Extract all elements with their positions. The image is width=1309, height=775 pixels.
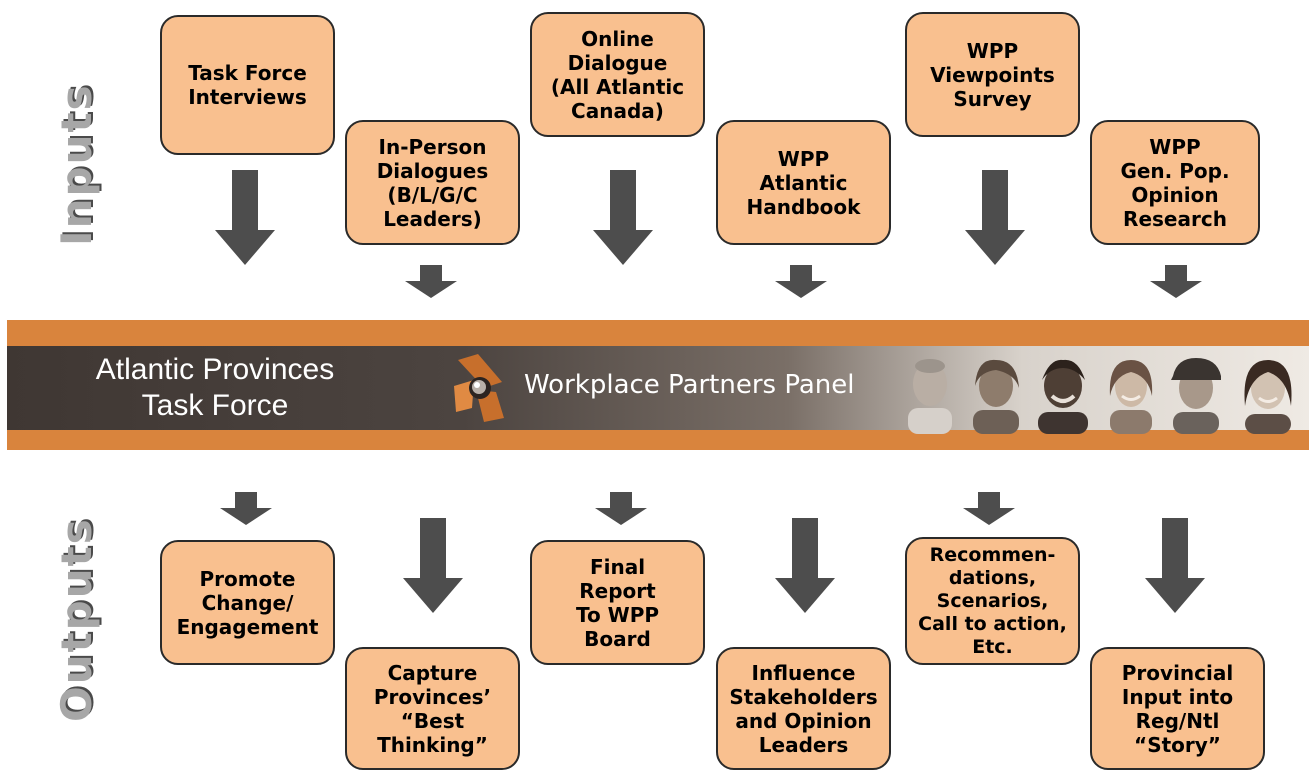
person-photo-icon: [1038, 359, 1088, 434]
down-arrow-icon: [965, 170, 1025, 265]
wpp-diamond-logo-icon: [454, 354, 504, 422]
person-photo-icon: [908, 359, 952, 434]
down-arrow-icon: [403, 518, 463, 613]
input-box-in-person-dialogues: In-Person Dialogues (B/L/G/C Leaders): [345, 120, 520, 245]
output-box-influence-stakeholders: Influence Stakeholders and Opinion Leade…: [716, 647, 891, 770]
input-box-task-force-interviews: Task Force Interviews: [160, 15, 335, 155]
input-box-wpp-viewpoints-survey: WPP Viewpoints Survey: [905, 12, 1080, 137]
input-box-online-dialogue: Online Dialogue (All Atlantic Canada): [530, 12, 705, 137]
person-photo-icon: [1171, 358, 1221, 434]
banner: [7, 346, 1309, 430]
down-arrow-icon: [1150, 265, 1202, 298]
down-arrow-icon: [215, 170, 275, 265]
banner-title: Atlantic Provinces Task Force: [95, 353, 335, 422]
output-box-recommendations: Recommen- dations, Scenarios, Call to ac…: [905, 537, 1080, 665]
output-box-promote-change: Promote Change/ Engagement: [160, 540, 335, 665]
outputs-label: Outputs: [52, 517, 101, 722]
output-box-final-report: Final Report To WPP Board: [530, 540, 705, 665]
banner-bottom-band: [7, 430, 1309, 450]
inputs-label: Inputs: [52, 83, 101, 246]
output-box-provincial-input: Provincial Input into Reg/Ntl “Story”: [1090, 647, 1265, 770]
banner-brand: Workplace Partners Panel: [524, 370, 855, 400]
person-photo-icon: [973, 359, 1019, 434]
down-arrow-icon: [1145, 518, 1205, 613]
down-arrow-icon: [405, 265, 457, 298]
input-box-wpp-atlantic-handbook: WPP Atlantic Handbook: [716, 120, 891, 245]
down-arrow-icon: [775, 265, 827, 298]
down-arrow-icon: [593, 170, 653, 265]
down-arrow-icon: [963, 492, 1015, 525]
down-arrow-icon: [775, 518, 835, 613]
person-photo-icon: [1109, 360, 1153, 434]
down-arrow-icon: [595, 492, 647, 525]
person-photo-icon: [1244, 360, 1292, 434]
banner-top-band: [7, 320, 1309, 346]
output-box-capture-best-thinking: Capture Provinces’ “Best Thinking”: [345, 647, 520, 770]
down-arrow-icon: [220, 492, 272, 525]
input-box-wpp-gen-pop-research: WPP Gen. Pop. Opinion Research: [1090, 120, 1260, 245]
